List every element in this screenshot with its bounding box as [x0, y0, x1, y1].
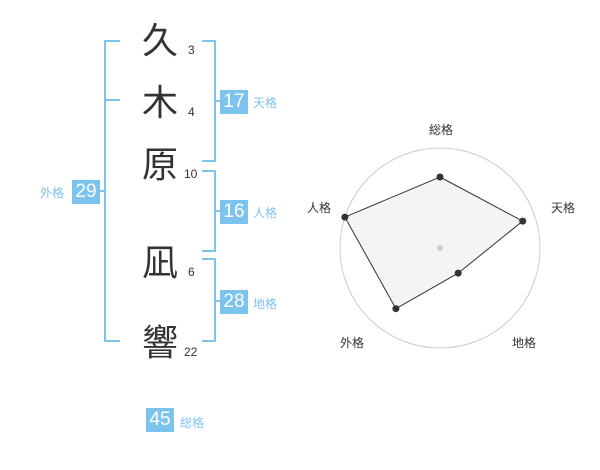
gaikaku-label: 外格 [40, 186, 65, 200]
jinkaku-connector [214, 210, 222, 212]
radar-axis-label-jinkaku: 人格 [307, 200, 331, 215]
stroke-count-3: 10 [184, 167, 198, 181]
radar-point-2 [454, 269, 462, 277]
gaikaku-value-badge: 29 [72, 180, 100, 204]
stroke-count-4: 6 [188, 265, 195, 279]
tenkaku-label: 天格 [253, 96, 278, 110]
radar-center-dot [437, 245, 443, 251]
name-char-3: 原 [141, 145, 178, 186]
stroke-count-2: 4 [188, 105, 195, 119]
gaikaku-bracket-tick [104, 99, 120, 101]
tenkaku-connector [214, 100, 222, 102]
chikaku-label: 地格 [253, 297, 278, 311]
radar-point-3 [392, 305, 400, 313]
stroke-count-1: 3 [188, 43, 195, 57]
radar-point-0 [436, 173, 444, 181]
stroke-count-5: 22 [184, 345, 198, 359]
jinkaku-label: 人格 [253, 206, 278, 220]
radar-axis-label-chikaku: 地格 [512, 335, 536, 350]
name-char-2: 木 [141, 83, 178, 124]
gaikaku-connector [100, 190, 106, 192]
radar-point-4 [341, 213, 349, 221]
radar-axis-label-tenkaku: 天格 [551, 200, 575, 215]
soukaku-label: 総格 [180, 416, 205, 430]
name-char-4: 凪 [141, 243, 178, 284]
name-char-1: 久 [141, 21, 178, 62]
soukaku-value-badge: 45 [146, 408, 174, 432]
tenkaku-value-badge: 17 [220, 90, 248, 114]
name-char-5: 響 [141, 323, 178, 364]
radar-axis-label-soukaku: 総格 [429, 122, 453, 137]
chikaku-value-badge: 28 [220, 290, 248, 314]
radar-point-1 [519, 217, 527, 225]
radar-axis-label-gaikaku: 外格 [340, 335, 364, 350]
radar-points [341, 173, 527, 313]
chikaku-connector [214, 300, 222, 302]
jinkaku-value-badge: 16 [220, 200, 248, 224]
radar-data-polygon [344, 176, 524, 310]
